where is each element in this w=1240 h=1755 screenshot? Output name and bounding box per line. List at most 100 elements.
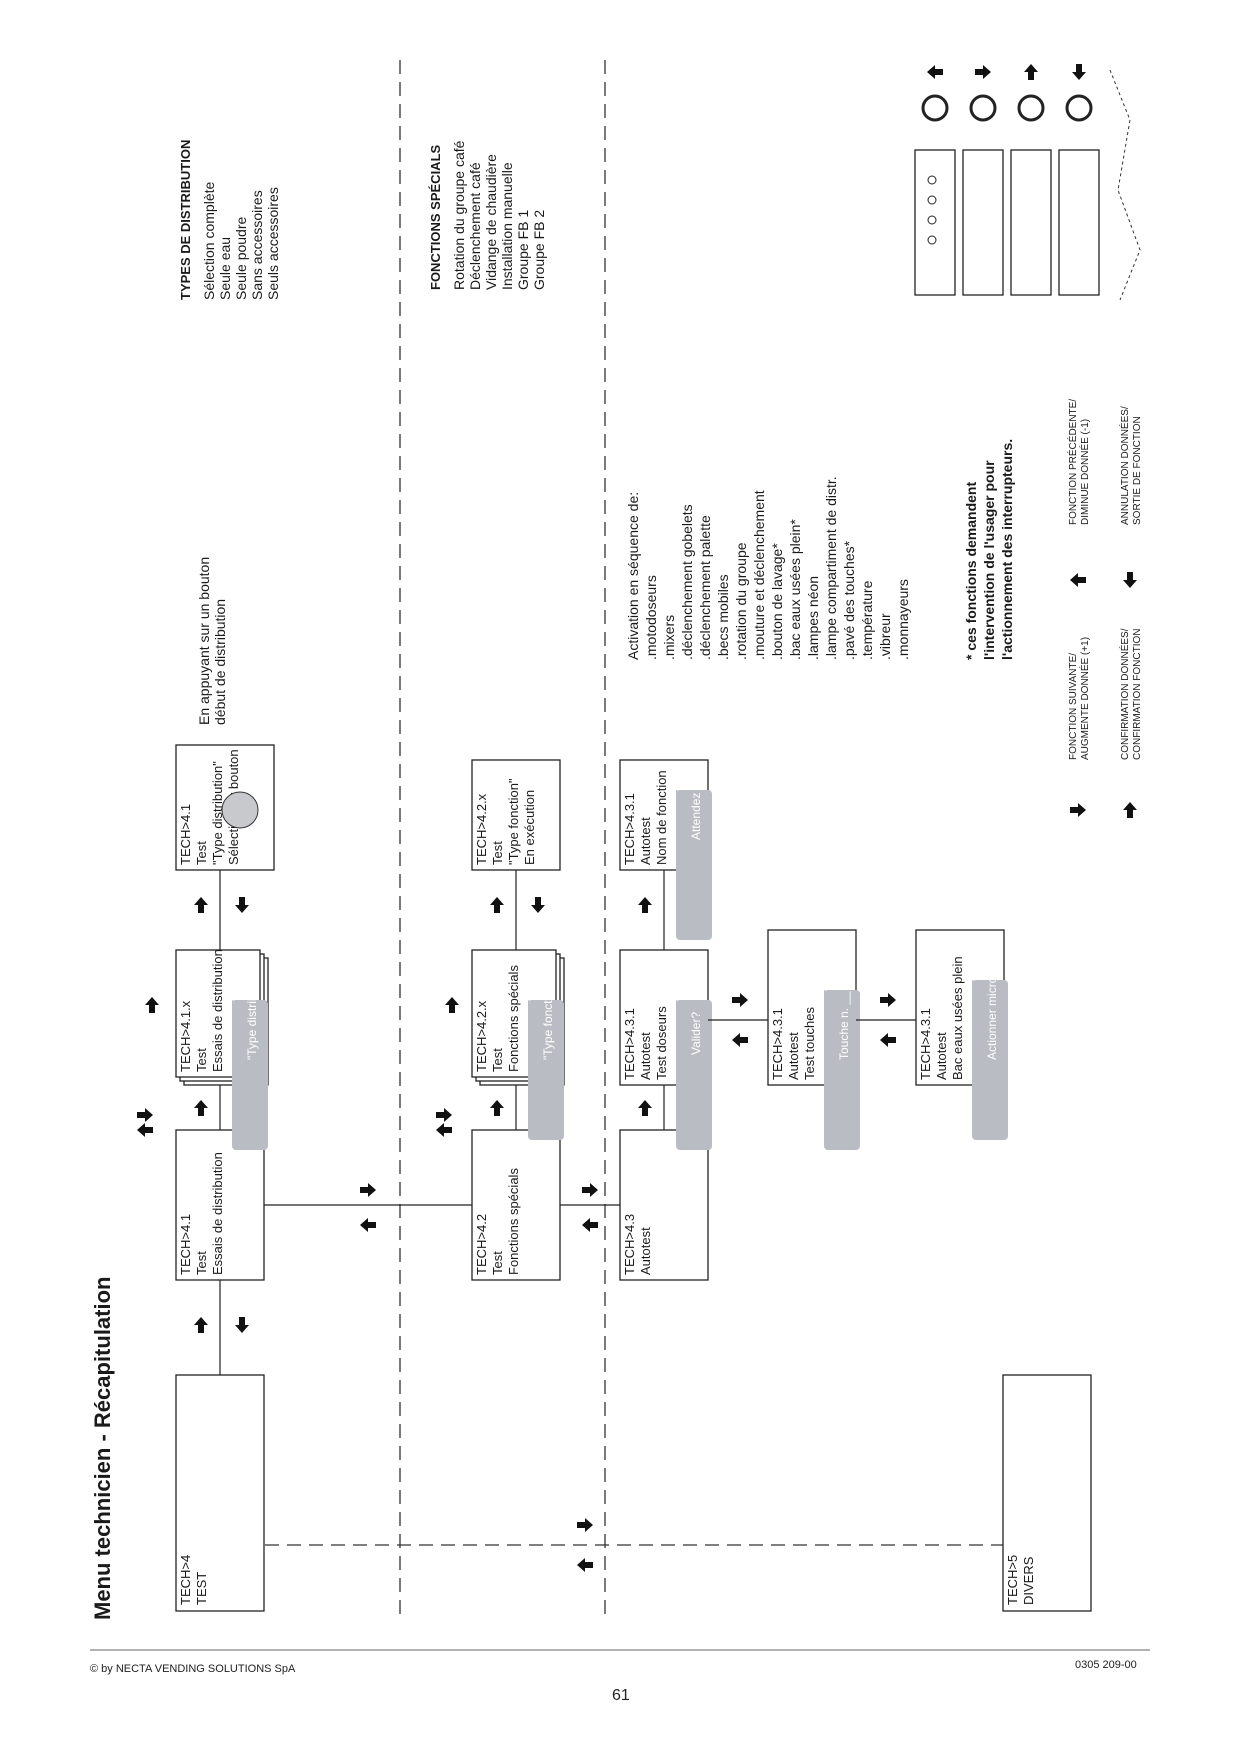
svg-text:Test doseurs: Test doseurs <box>654 1006 669 1080</box>
svg-text:"Type fonction": "Type fonction" <box>506 778 521 865</box>
svg-text:.mouture et déclenchement: .mouture et déclenchement <box>751 490 767 660</box>
svg-text:Test: Test <box>194 1251 209 1275</box>
svg-text:.bac eaux usées plein*: .bac eaux usées plein* <box>787 519 803 660</box>
svg-text:TECH>4.3.1: TECH>4.3.1 <box>918 1008 933 1080</box>
svg-text:Sélection complète: Sélection complète <box>201 181 217 300</box>
svg-text:Fonctions spécials: Fonctions spécials <box>506 1168 521 1275</box>
svg-text:Seule poudre: Seule poudre <box>233 216 249 300</box>
svg-text:Autotest: Autotest <box>786 1032 801 1080</box>
svg-text:TECH>4.1: TECH>4.1 <box>178 1214 193 1275</box>
page-title: Menu technicien - Récapitulation <box>90 1277 115 1620</box>
note-switch-intervention: * ces fonctions demandent l'intervention… <box>963 439 1015 660</box>
svg-text:Valider?: Valider? <box>689 1012 703 1055</box>
svg-text:Groupe FB 2: Groupe FB 2 <box>531 210 547 290</box>
svg-text:Autotest: Autotest <box>934 1032 949 1080</box>
svg-text:.lampes néon: .lampes néon <box>805 576 821 660</box>
svg-text:TECH>4.3.1: TECH>4.3.1 <box>770 1008 785 1080</box>
svg-text:.rotation du groupe: .rotation du groupe <box>733 542 749 660</box>
popup-please-wait: Attendez svp <box>676 770 712 940</box>
svg-text:Test: Test <box>194 841 209 865</box>
svg-text:CONFIRMATION DONNÉES/: CONFIRMATION DONNÉES/ <box>1118 628 1131 760</box>
legend-next-icon <box>1070 803 1086 817</box>
page-number: 61 <box>612 1687 630 1704</box>
svg-text:Installation manuelle: Installation manuelle <box>499 162 515 290</box>
box-tech4-1[interactable]: TECH>4.1 Test Essais de distribution <box>175 1129 265 1281</box>
activation-sequence-list: Activation en séquence de: .motodoseurs … <box>625 476 911 660</box>
svg-text:Sans accessoires: Sans accessoires <box>249 190 265 300</box>
svg-text:"Type fonction": "Type fonction" <box>541 980 555 1060</box>
svg-text:SORTIE DE FONCTION: SORTIE DE FONCTION <box>1132 416 1143 525</box>
svg-text:* ces fonctions demandent: * ces fonctions demandent <box>963 482 979 660</box>
svg-text:TECH>4.1: TECH>4.1 <box>178 804 193 865</box>
popup-validate: Valider? <box>676 1000 712 1150</box>
svg-text:.bouton de lavage*: .bouton de lavage* <box>769 543 785 660</box>
legend-confirm-icon <box>1123 802 1137 818</box>
box-tech4-2[interactable]: TECH>4.2 Test Fonctions spécials <box>471 1129 561 1281</box>
svg-text:Fonctions spécials: Fonctions spécials <box>506 965 521 1072</box>
svg-text:Activation en séquence de:: Activation en séquence de: <box>625 492 641 660</box>
note-button-press-2: début de distribution <box>212 599 228 725</box>
svg-text:TECH>4.2: TECH>4.2 <box>474 1214 489 1275</box>
copyright: © by NECTA VENDING SOLUTIONS SpA <box>90 1663 296 1675</box>
svg-text:Test: Test <box>490 841 505 865</box>
types-distribution-block: TYPES DE DISTRIBUTION Sélection complète… <box>178 140 281 300</box>
svg-text:l'actionnement des interrupteu: l'actionnement des interrupteurs. <box>999 439 1015 660</box>
svg-text:Groupe FB 1: Groupe FB 1 <box>515 210 531 290</box>
svg-text:Attendez svp: Attendez svp <box>689 770 703 840</box>
svg-text:Essais de distribution: Essais de distribution <box>210 949 225 1072</box>
arrow-pair-tech4-1-x <box>137 1108 153 1137</box>
svg-text:En exécution: En exécution <box>522 790 537 865</box>
svg-text:Rotation du groupe café: Rotation du groupe café <box>451 140 467 290</box>
box-tech4-2-exec[interactable]: TECH>4.2.x Test "Type fonction" En exécu… <box>471 759 561 871</box>
svg-text:TECH>5: TECH>5 <box>1005 1555 1020 1605</box>
special-functions-block: FONCTIONS SPÉCIALS Rotation du groupe ca… <box>428 140 547 290</box>
svg-text:Autotest: Autotest <box>638 817 653 865</box>
svg-text:TYPES DE DISTRIBUTION: TYPES DE DISTRIBUTION <box>178 140 193 300</box>
svg-text:TECH>4: TECH>4 <box>178 1555 193 1605</box>
svg-text:.mixers: .mixers <box>661 615 677 660</box>
box-tech4-1-x[interactable]: TECH>4.1.x Test Essais de distribution <box>175 949 269 1086</box>
svg-text:.monnayeurs: .monnayeurs <box>895 579 911 660</box>
box-tech4-3[interactable]: TECH>4.3 Autotest <box>619 1129 709 1281</box>
svg-text:DIMINUE DONNÉE (-1): DIMINUE DONNÉE (-1) <box>1078 419 1091 525</box>
svg-text:TEST: TEST <box>194 1572 209 1605</box>
popup-type-function: "Type fonction" <box>528 980 564 1140</box>
popup-operate-micro: Actionner micro <box>972 976 1008 1140</box>
legend-previous-icon <box>1070 573 1086 587</box>
svg-text:ANNULATION DONNÉES/: ANNULATION DONNÉES/ <box>1118 406 1131 525</box>
box-tech4[interactable]: TECH>4 TEST <box>175 1374 265 1612</box>
svg-text:TECH>4.1.x: TECH>4.1.x <box>178 1000 193 1072</box>
arrow-down-left <box>235 1317 249 1333</box>
svg-text:Autotest: Autotest <box>638 1032 653 1080</box>
legend-cancel-icon <box>1123 572 1137 588</box>
svg-text:.lampe compartiment de distr.: .lampe compartiment de distr. <box>823 476 839 660</box>
svg-text:Déclenchement café: Déclenchement café <box>467 162 483 290</box>
svg-text:"Type distribution": "Type distribution" <box>210 761 225 865</box>
popup-type-distribution: "Type distribution" <box>232 964 268 1150</box>
svg-text:.température: .température <box>859 580 875 660</box>
svg-text:Essais de distribution: Essais de distribution <box>210 1152 225 1275</box>
svg-text:Touche n. __: Touche n. __ <box>837 991 851 1060</box>
key-up-circle <box>921 94 949 122</box>
svg-text:CONFIRMATION FONCTION: CONFIRMATION FONCTION <box>1132 629 1143 760</box>
arrow-pair-tech4-2-x <box>436 1108 452 1137</box>
svg-text:DIVERS: DIVERS <box>1021 1556 1036 1605</box>
note-button-press: En appuyant sur un bouton <box>196 557 212 725</box>
arrow-up-right <box>194 1317 208 1333</box>
svg-text:.pavé des touches*: .pavé des touches* <box>841 540 857 660</box>
svg-text:.becs mobiles: .becs mobiles <box>715 574 731 660</box>
svg-text:TECH>4.2.x: TECH>4.2.x <box>474 1000 489 1072</box>
svg-text:FONCTIONS SPÉCIALS: FONCTIONS SPÉCIALS <box>428 144 443 290</box>
box-tech5[interactable]: TECH>5 DIVERS <box>1002 1374 1092 1612</box>
svg-text:FONCTION SUIVANTE/: FONCTION SUIVANTE/ <box>1068 653 1079 760</box>
svg-text:Nom de fonction: Nom de fonction <box>654 770 669 865</box>
legend: FONCTION SUIVANTE/ AUGMENTE DONNÉE (+1) … <box>1066 399 1143 818</box>
svg-text:Seuls accessoires: Seuls accessoires <box>265 187 281 300</box>
svg-text:l'intervention de l'usager pou: l'intervention de l'usager pour <box>981 460 997 660</box>
svg-text:TECH>4.2.x: TECH>4.2.x <box>474 793 489 865</box>
svg-text:Test: Test <box>194 1048 209 1072</box>
popup-key-number: Touche n. __ <box>824 990 860 1150</box>
svg-text:Seule eau: Seule eau <box>217 237 233 300</box>
